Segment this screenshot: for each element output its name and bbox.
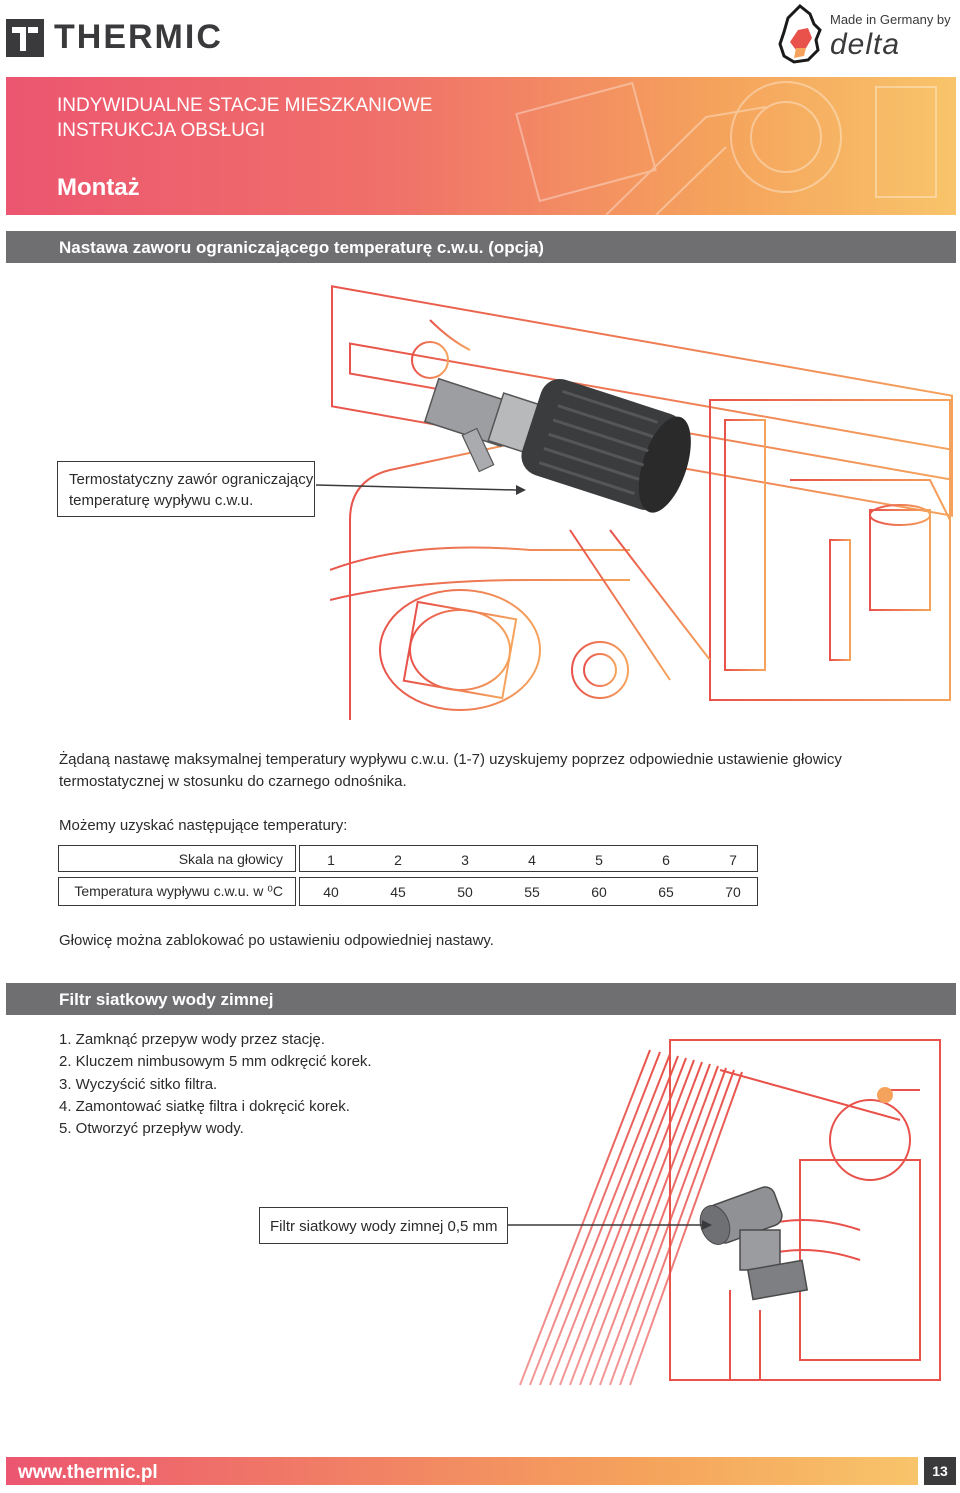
filter-callout: Filtr siatkowy wody zimnej 0,5 mm xyxy=(259,1207,508,1244)
table-cell: 6 xyxy=(662,852,670,868)
filter-steps: 1. Zamknąć przepyw wody przez stację. 2.… xyxy=(59,1029,372,1141)
table-cell: 70 xyxy=(725,884,741,900)
table-cell: 5 xyxy=(595,852,603,868)
hero-background-illustration xyxy=(515,81,937,215)
list-item: 1. Zamknąć przepyw wody przez stację. xyxy=(59,1031,325,1048)
list-item: 2. Kluczem nimbusowym 5 mm odkręcić kore… xyxy=(59,1053,372,1071)
filter-illustration xyxy=(519,1039,941,1386)
table-cell: 45 xyxy=(390,884,406,900)
list-item: 5. Otworzyć przepływ wody. xyxy=(59,1120,244,1138)
hero-title-line2: INSTRUKCJA OBSŁUGI xyxy=(57,120,265,141)
temperatures-intro: Możemy uzyskać następujące temperatury: xyxy=(59,817,348,834)
list-item: 3. Wyczyścić sitko filtra. xyxy=(59,1075,218,1093)
table-cell: 7 xyxy=(729,852,737,868)
table-row2-label: Temperatura wypływu c.w.u. w ⁰C xyxy=(58,877,296,906)
nastawa-paragraph: Żądaną nastawę maksymalnej temperatury w… xyxy=(59,749,939,793)
made-in-text: Made in Germany by xyxy=(830,12,951,27)
table-row2-values: 40 45 50 55 60 65 70 xyxy=(299,877,758,906)
nastawa-paragraph-line2: termostatycznej w stosunku do czarnego o… xyxy=(59,772,407,790)
footer-url-link[interactable]: www.thermic.pl xyxy=(18,1462,158,1483)
germany-flag-icon xyxy=(778,4,822,64)
temperature-table: Skala na głowicy 1 2 3 4 5 6 7 Temperatu… xyxy=(58,845,758,907)
nastawa-paragraph-line1: Żądaną nastawę maksymalnej temperatury w… xyxy=(59,751,842,768)
table-cell: 50 xyxy=(457,884,473,900)
section-title-valve: Nastawa zaworu ograniczającego temperatu… xyxy=(59,238,544,257)
filter-callout-arrow xyxy=(507,1220,712,1230)
delta-logo-text: delta xyxy=(830,28,901,61)
lock-note: Głowicę można zablokować po ustawieniu o… xyxy=(59,932,494,949)
section-bar-filter: Filtr siatkowy wody zimnej xyxy=(6,983,956,1015)
table-row1-values: 1 2 3 4 5 6 7 xyxy=(299,845,758,872)
section-bar-valve: Nastawa zaworu ograniczającego temperatu… xyxy=(6,231,956,263)
made-in-germany-badge: Made in Germany by delta xyxy=(774,4,956,66)
table-cell: 60 xyxy=(591,884,607,900)
hero-banner: INDYWIDUALNE STACJE MIESZKANIOWE INSTRUK… xyxy=(6,77,956,215)
valve-callout: Termostatyczny zawór ograniczający tempe… xyxy=(57,461,315,517)
footer-bar xyxy=(6,1457,918,1485)
table-cell: 4 xyxy=(528,852,536,868)
hero-subtitle: Montaż xyxy=(57,174,140,201)
table-cell: 3 xyxy=(461,852,469,868)
table-row1-label: Skala na głowicy xyxy=(58,845,296,872)
table-cell: 40 xyxy=(323,884,339,900)
page-number: 13 xyxy=(924,1457,956,1485)
hero-title-line1: INDYWIDUALNE STACJE MIESZKANIOWE xyxy=(57,95,433,116)
table-cell: 2 xyxy=(394,852,402,868)
table-cell: 1 xyxy=(327,852,335,868)
valve-callout-line1: Termostatyczny zawór ograniczający xyxy=(69,471,314,488)
table-cell: 65 xyxy=(658,884,674,900)
valve-callout-line2: temperaturę wypływu c.w.u. xyxy=(69,492,254,509)
valve-callout-arrow xyxy=(316,484,526,495)
table-cell: 55 xyxy=(524,884,540,900)
brand-name: THERMIC xyxy=(54,18,223,56)
thermic-logo-icon xyxy=(6,18,44,57)
thermic-logo: THERMIC xyxy=(6,18,223,57)
valve-illustration xyxy=(330,285,953,720)
list-item: 4. Zamontować siatkę filtra i dokręcić k… xyxy=(59,1098,350,1116)
section-title-filter: Filtr siatkowy wody zimnej xyxy=(59,990,274,1009)
